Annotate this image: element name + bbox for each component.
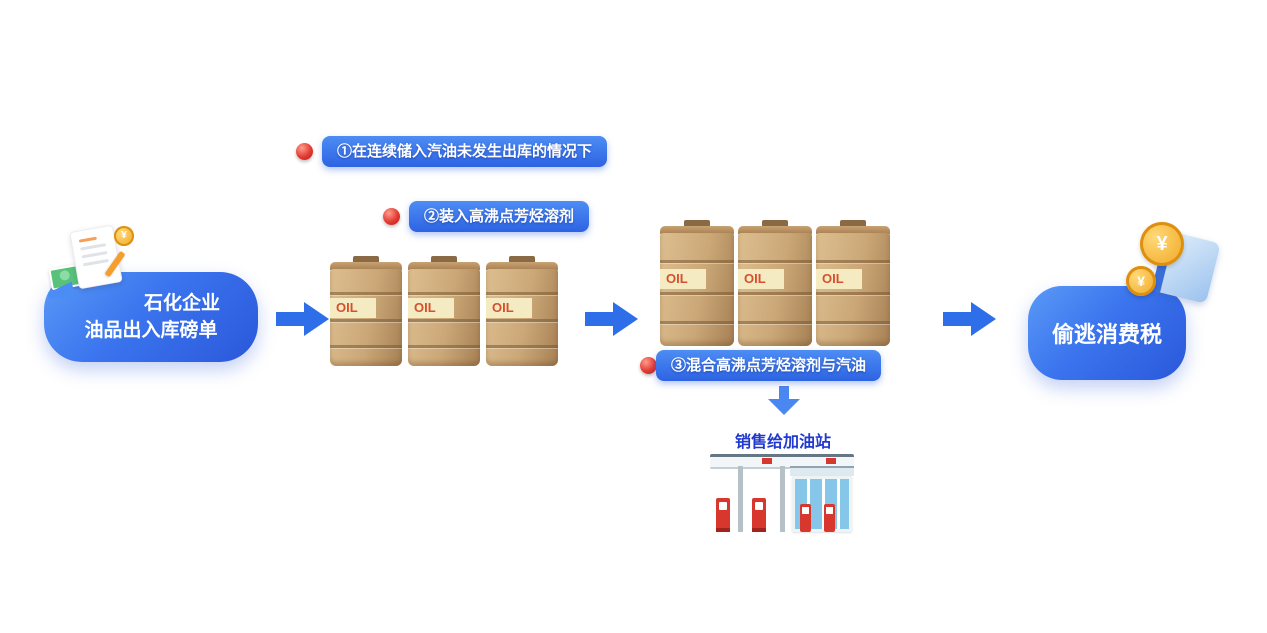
barrel-cap-icon (840, 220, 866, 226)
barrel-body: OIL (408, 269, 480, 366)
fuel-pump-icon (752, 498, 766, 532)
step-pill-1: ①在连续储入汽油未发生出库的情况下 (322, 136, 608, 167)
fuel-pump-icon (824, 504, 835, 532)
oil-label: OIL (738, 269, 784, 290)
result-node-label: 偷逃消费税 (1051, 322, 1162, 347)
oil-barrel: OIL (816, 220, 890, 346)
barrel-rim (408, 262, 480, 270)
station-store-roof (790, 466, 854, 476)
oil-barrel: OIL (408, 256, 480, 366)
oil-barrel: OIL (660, 220, 734, 346)
oil-label: OIL (660, 269, 706, 290)
barrel-body: OIL (486, 269, 558, 366)
gas-station-icon (708, 452, 856, 534)
canopy-pole (738, 466, 743, 532)
flow-arrow-right-1 (276, 302, 329, 336)
barrel-body: OIL (738, 233, 812, 346)
coin-icon: ¥ (1140, 222, 1184, 266)
step-dot-3 (640, 357, 657, 374)
barrel-rim (816, 226, 890, 234)
coin-icon: ¥ (1126, 266, 1156, 296)
barrel-body: OIL (330, 269, 402, 366)
canopy-accent (762, 458, 772, 464)
canopy-pole (780, 466, 785, 532)
coins-wallet-icon: ¥ ¥ (1118, 222, 1221, 316)
oil-barrel: OIL (330, 256, 402, 366)
oil-barrel: OIL (486, 256, 558, 366)
barrel-body: OIL (816, 233, 890, 346)
fuel-pump-icon (800, 504, 811, 532)
barrel-cap-icon (431, 256, 457, 262)
barrel-rim (738, 226, 812, 234)
step-dot-1 (296, 143, 313, 160)
fuel-pump-icon (716, 498, 730, 532)
step-pill-3: ③混合高沸点芳烃溶剂与汽油 (656, 350, 882, 381)
coin-icon: ¥ (114, 226, 134, 246)
barrel-rim (660, 226, 734, 234)
barrel-cap-icon (684, 220, 710, 226)
barrel-rim (330, 262, 402, 270)
source-node: 石化企业 油品出入库磅单 (44, 272, 258, 362)
oil-label: OIL (486, 298, 532, 319)
step-pill-2: ②装入高沸点芳烃溶剂 (409, 201, 590, 232)
source-node-line1: 石化企业 (143, 293, 220, 314)
result-node: 偷逃消费税 (1028, 286, 1186, 380)
barrel-cap-icon (509, 256, 535, 262)
sale-label: 销售给加油站 (734, 434, 831, 451)
canopy-accent (826, 458, 836, 464)
source-node-line2: 油品出入库磅单 (84, 320, 218, 341)
barrel-rim (486, 262, 558, 270)
oil-label: OIL (330, 298, 376, 319)
barrel-body: OIL (660, 233, 734, 346)
oil-barrel: OIL (738, 220, 812, 346)
documents-money-icon: ¥ (48, 224, 140, 304)
flow-arrow-right-2 (585, 302, 638, 336)
step-dot-2 (383, 208, 400, 225)
oil-label: OIL (408, 298, 454, 319)
flow-arrow-right-3 (943, 302, 996, 336)
barrel-cap-icon (762, 220, 788, 226)
barrel-cap-icon (353, 256, 379, 262)
oil-label: OIL (816, 269, 862, 290)
flow-arrow-down (768, 386, 800, 415)
